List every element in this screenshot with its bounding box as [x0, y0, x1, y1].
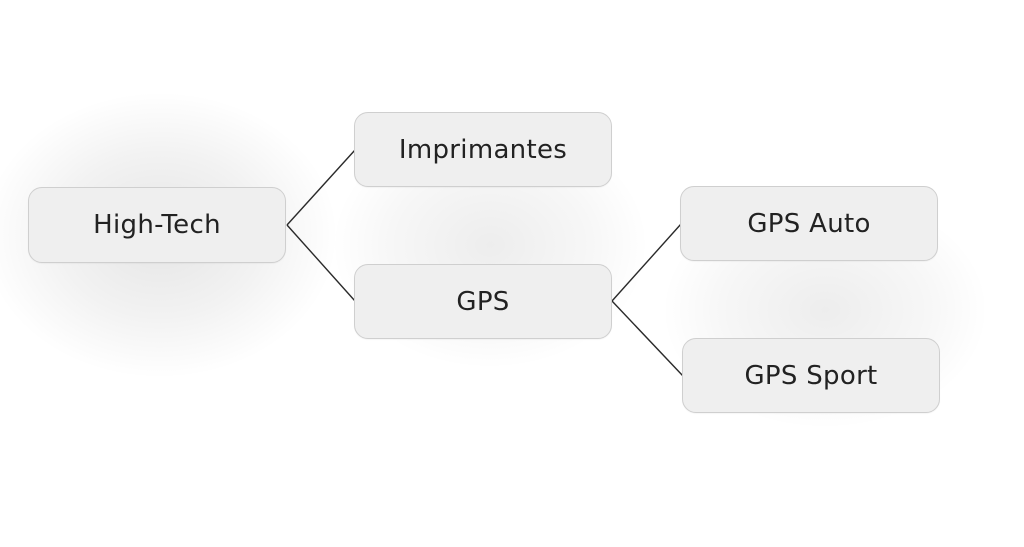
- node-gps-label: GPS: [456, 286, 510, 317]
- root-node-high-tech[interactable]: High-Tech: [28, 187, 286, 263]
- connector-root-to-imprimantes: [286, 149, 356, 226]
- connector-gps-to-gps-sport: [611, 300, 684, 377]
- node-gps[interactable]: GPS: [354, 264, 612, 339]
- root-node-label: High-Tech: [93, 210, 221, 240]
- node-gps-auto[interactable]: GPS Auto: [680, 186, 938, 261]
- connector-root-to-gps: [286, 224, 356, 302]
- node-imprimantes-label: Imprimantes: [398, 134, 568, 165]
- node-gps-auto-label: GPS Auto: [747, 208, 871, 239]
- node-imprimantes[interactable]: Imprimantes: [354, 112, 612, 187]
- node-gps-sport[interactable]: GPS Sport: [682, 338, 940, 413]
- node-gps-sport-label: GPS Sport: [744, 360, 878, 391]
- connector-gps-to-gps-auto: [611, 223, 682, 302]
